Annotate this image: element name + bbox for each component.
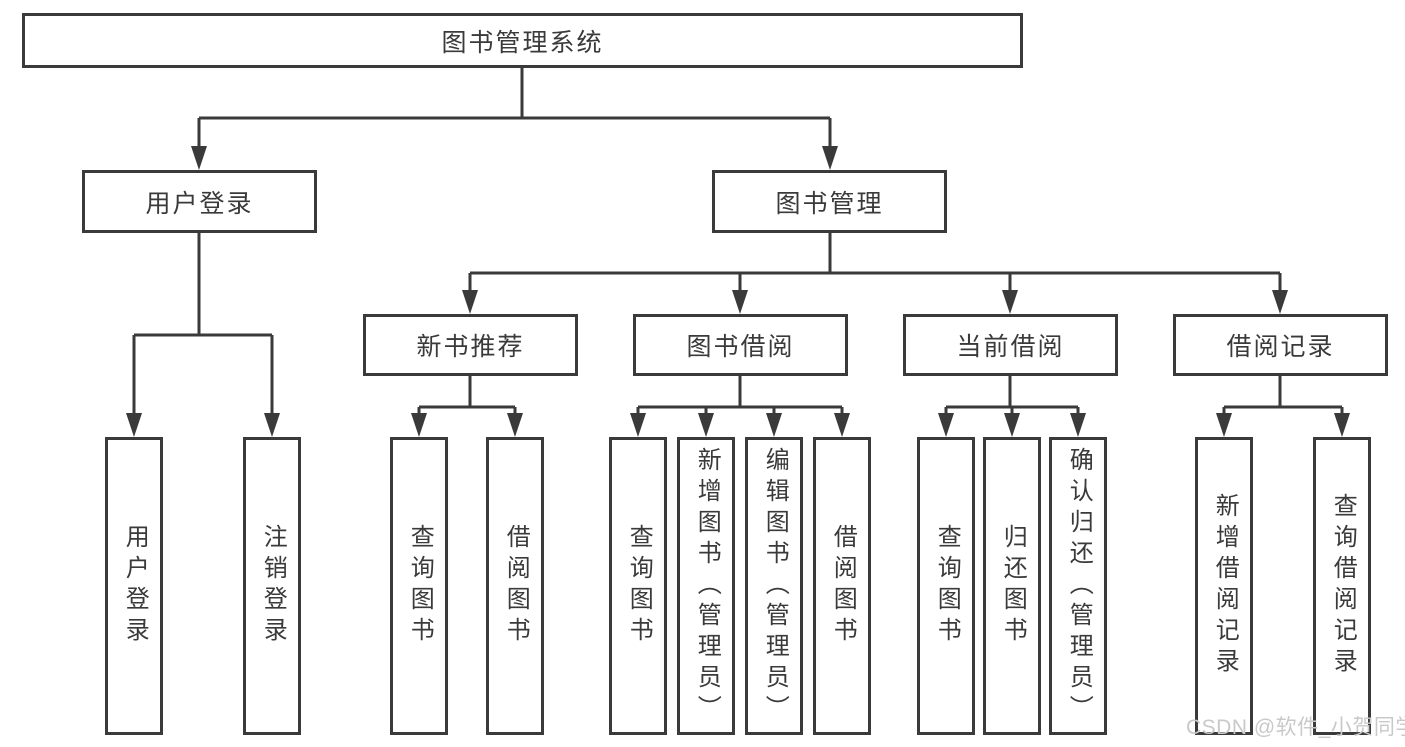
arrow-down-icon: [822, 146, 838, 170]
node-new-book-recommendation: 新书推荐: [363, 314, 578, 376]
arrow-down-icon: [732, 290, 748, 314]
leaf-return-books: 归还图书: [983, 437, 1041, 735]
arrow-down-icon: [1216, 413, 1232, 437]
arrow-down-icon: [1334, 413, 1350, 437]
leaf-query-books-borrowing: 查询图书: [609, 437, 667, 735]
node-label: 归还图书: [999, 524, 1027, 648]
node-label: 借阅图书: [502, 524, 530, 648]
node-label: 编辑图书（管理员）: [761, 446, 789, 726]
node-label: 新书推荐: [416, 333, 525, 361]
node-book-management: 图书管理: [712, 170, 947, 233]
connector-path: [132, 68, 1344, 418]
arrow-down-icon: [938, 413, 954, 437]
arrow-down-icon: [766, 413, 782, 437]
arrow-down-icon: [698, 413, 714, 437]
node-book-borrowing: 图书借阅: [633, 314, 848, 376]
node-label: 查询借阅记录: [1329, 493, 1357, 679]
arrow-down-icon: [1002, 290, 1018, 314]
arrowhead-icons: [126, 146, 1350, 437]
node-library-management-system: 图书管理系统: [22, 13, 1023, 68]
leaf-borrow-books: 借阅图书: [813, 437, 871, 735]
arrow-down-icon: [1004, 413, 1020, 437]
node-label: 确认归还（管理员）: [1065, 446, 1093, 726]
leaf-borrow-books-recommend: 借阅图书: [486, 437, 544, 735]
arrow-down-icon: [462, 290, 478, 314]
arrow-down-icon: [411, 413, 427, 437]
node-label: 新增图书（管理员）: [693, 446, 721, 726]
arrow-down-icon: [834, 413, 850, 437]
leaf-query-books-recommend: 查询图书: [390, 437, 448, 735]
leaf-query-borrow-record: 查询借阅记录: [1313, 437, 1371, 735]
leaf-add-books-admin: 新增图书（管理员）: [677, 437, 735, 735]
leaf-edit-books-admin: 编辑图书（管理员）: [745, 437, 803, 735]
node-label: 图书管理: [775, 189, 884, 218]
node-label: 查询图书: [625, 524, 653, 648]
node-label: 用户登录: [145, 189, 254, 218]
arrow-down-icon: [126, 413, 142, 437]
node-label: 借阅图书: [829, 524, 857, 648]
node-label: 图书借阅: [686, 333, 795, 361]
leaf-query-books-current: 查询图书: [917, 437, 975, 735]
arrow-down-icon: [630, 413, 646, 437]
node-label: 当前借阅: [956, 333, 1065, 361]
arrow-down-icon: [1070, 413, 1086, 437]
arrow-down-icon: [264, 413, 280, 437]
node-label: 图书管理系统: [441, 28, 604, 57]
arrow-down-icon: [507, 413, 523, 437]
node-label: 查询图书: [406, 524, 434, 648]
node-label: 查询图书: [933, 524, 961, 648]
csdn-watermark: CSDN @软件_小贺同学: [1186, 716, 1405, 739]
node-current-borrowing: 当前借阅: [903, 314, 1118, 376]
leaf-confirm-return-admin: 确认归还（管理员）: [1049, 437, 1107, 735]
arrow-down-icon: [1272, 290, 1288, 314]
node-label: 用户登录: [121, 524, 149, 648]
node-borrowing-records: 借阅记录: [1173, 314, 1388, 376]
arrow-down-icon: [191, 146, 207, 170]
leaf-user-login: 用户登录: [105, 437, 163, 735]
leaf-add-borrow-record: 新增借阅记录: [1195, 437, 1253, 735]
node-user-login: 用户登录: [82, 170, 317, 233]
node-label: 注销登录: [259, 524, 287, 648]
node-label: 借阅记录: [1226, 333, 1335, 361]
node-label: 新增借阅记录: [1211, 493, 1239, 679]
leaf-logout: 注销登录: [243, 437, 301, 735]
